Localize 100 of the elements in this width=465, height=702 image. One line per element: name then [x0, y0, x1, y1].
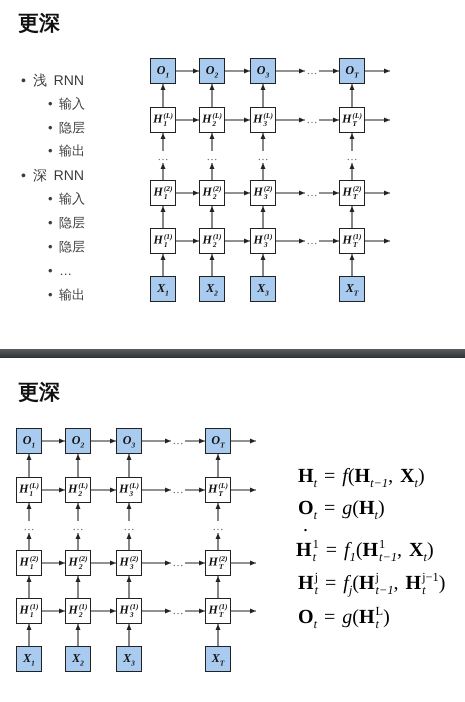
arrow — [350, 84, 354, 107]
ellipsis: … — [22, 521, 36, 533]
arrow — [26, 624, 32, 646]
input-box: X$_{3}$ — [250, 276, 276, 302]
arrow — [26, 576, 32, 598]
equation: O$_{t}$ = g(H$_{t}$) — [298, 496, 385, 522]
arrow — [91, 438, 116, 444]
arrow — [91, 488, 116, 492]
sub-bullet-item: • 输入 — [48, 190, 86, 208]
ellipsis: … — [171, 557, 185, 569]
arrow — [176, 238, 199, 244]
arrow — [350, 254, 354, 276]
arrow — [185, 608, 205, 614]
arrow — [142, 560, 171, 566]
sub-bullet-item: • … — [48, 262, 72, 280]
arrow — [76, 454, 80, 477]
arrow — [350, 163, 354, 180]
arrow — [216, 454, 220, 477]
arrow — [276, 190, 305, 196]
arrow — [126, 503, 132, 521]
sub-bullet-item: • 隐层 — [48, 119, 86, 137]
arrow — [142, 438, 171, 444]
ellipsis: … — [205, 151, 219, 163]
output-box: O$_{T}$ — [205, 428, 231, 454]
output-box: O$_{1}$ — [16, 428, 42, 454]
ellipsis: … — [171, 605, 185, 617]
arrow — [216, 503, 220, 521]
arrow — [210, 133, 214, 151]
arrow — [176, 190, 199, 196]
arrow — [42, 488, 65, 492]
output-box: O$_{T}$ — [339, 58, 365, 84]
arrow — [210, 163, 214, 180]
ellipsis: … — [305, 114, 319, 126]
dot-mark: . — [303, 520, 308, 530]
ellipsis: … — [156, 151, 170, 163]
ellipsis: … — [122, 521, 136, 533]
input-box: X$_{T}$ — [339, 276, 365, 302]
arrow — [26, 503, 32, 521]
arrow — [350, 133, 354, 151]
arrow — [210, 254, 214, 276]
arrow — [126, 454, 132, 477]
arrow — [76, 503, 80, 521]
arrow — [319, 190, 339, 196]
arrow — [365, 118, 390, 122]
arrow — [225, 238, 250, 244]
arrow — [276, 238, 305, 244]
arrow — [231, 488, 256, 492]
input-box: X$_{1}$ — [16, 646, 42, 672]
output-box: O$_{1}$ — [150, 58, 176, 84]
arrow — [185, 438, 205, 444]
arrow — [231, 438, 256, 444]
arrow — [260, 254, 266, 276]
input-box: X$_{1}$ — [150, 276, 176, 302]
sub-bullet-item: • 输入 — [48, 95, 86, 113]
arrow — [91, 560, 116, 566]
output-box: O$_{2}$ — [199, 58, 225, 84]
arrow — [42, 608, 65, 614]
arrow — [26, 454, 32, 477]
arrow — [216, 533, 220, 550]
arrow — [260, 206, 266, 228]
ellipsis: … — [171, 435, 185, 447]
input-box: X$_{2}$ — [199, 276, 225, 302]
ellipsis: … — [305, 187, 319, 199]
sub-bullet-item: • 隐层 — [48, 214, 86, 232]
arrow — [160, 84, 166, 107]
arrow — [76, 533, 80, 550]
arrow — [160, 206, 166, 228]
arrow — [142, 608, 171, 614]
arrow — [231, 608, 256, 614]
arrow — [126, 533, 132, 550]
arrow — [260, 84, 266, 107]
arrow — [210, 206, 214, 228]
ellipsis: … — [305, 65, 319, 77]
arrow — [176, 68, 199, 74]
input-box: X$_{3}$ — [116, 646, 142, 672]
ellipsis: … — [345, 151, 359, 163]
input-box: X$_{T}$ — [205, 646, 231, 672]
arrow — [42, 560, 65, 566]
sub-bullet-item: • 输出 — [48, 286, 86, 304]
arrow — [160, 254, 166, 276]
arrow — [126, 576, 132, 598]
arrow — [365, 68, 390, 74]
arrow — [142, 488, 171, 492]
arrow — [26, 533, 32, 550]
arrow — [260, 133, 266, 151]
arrow — [319, 238, 339, 244]
equation: O$_{t}$ = g(H$^{L}$$_{t}$) — [298, 605, 390, 632]
slide-title: 更深 — [18, 11, 60, 37]
sub-bullet-item: • 输出 — [48, 142, 86, 160]
arrow — [225, 68, 250, 74]
arrow — [210, 84, 214, 107]
arrow — [365, 238, 390, 244]
arrow — [160, 163, 166, 180]
arrow — [319, 68, 339, 74]
arrow — [276, 68, 305, 74]
equation: H$^{j}$$_{t}$ = f$_{j}$(H$^{j}$$_{t−1}$, H$^{j−1}$$_{t}$) — [298, 571, 446, 598]
ellipsis: … — [171, 484, 185, 496]
equation: H$^{1}$$_{t}$ = f$_{1}$(H$^{1}$$_{t−1}$, X$_{t}$) — [296, 538, 434, 564]
ellipsis: … — [71, 521, 85, 533]
arrow — [319, 118, 339, 122]
